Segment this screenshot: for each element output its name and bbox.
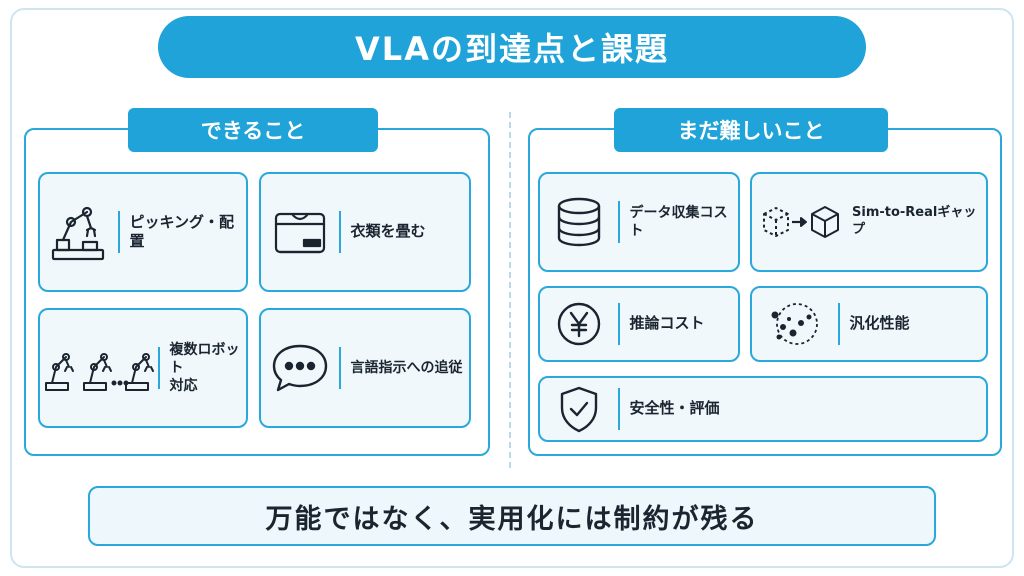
difficult-label: まだ難しいこと [614, 108, 888, 152]
card-separator [618, 201, 620, 243]
folded-clothes-icon [261, 174, 339, 290]
card-text: Sim-to-Realギャップ [852, 205, 977, 237]
card-text: 汎化性能 [849, 314, 910, 333]
card-generalization: 汎化性能 [750, 286, 988, 362]
card-text: 推論コスト [629, 314, 705, 333]
card-sim-to-real: Sim-to-Realギャップ [750, 172, 988, 272]
card-picking: ピッキング・配置 [38, 172, 248, 292]
database-icon [540, 174, 618, 270]
card-separator [838, 303, 840, 345]
center-divider [509, 112, 511, 468]
card-language: 言語指示への追従 [259, 308, 471, 428]
card-data-cost: データ収集コスト [538, 172, 740, 272]
conclusion-banner: 万能ではなく、実用化には制約が残る [88, 486, 936, 546]
card-folding: 衣類を畳む [259, 172, 471, 292]
page-title: VLAの到達点と課題 [158, 16, 866, 78]
card-text: 衣類を畳む [350, 222, 426, 241]
card-separator [339, 211, 341, 253]
shield-check-icon [540, 378, 618, 440]
can-do-label: できること [128, 108, 378, 152]
sim-to-real-cube-icon [752, 174, 852, 270]
yen-coin-icon [540, 288, 618, 360]
speech-bubble-icon [261, 310, 339, 426]
multiple-robots-icon [40, 310, 158, 426]
card-separator [158, 347, 160, 389]
card-safety: 安全性・評価 [538, 376, 988, 442]
card-inference-cost: 推論コスト [538, 286, 740, 362]
robot-arm-icon [40, 174, 118, 290]
outer-frame [10, 8, 1014, 568]
card-text: 言語指示への追従 [350, 359, 463, 376]
card-text: データ収集コスト [629, 204, 728, 239]
scatter-dots-icon [752, 288, 838, 360]
card-multi-robot: 複数ロボット 対応 [38, 308, 248, 428]
card-text: ピッキング・配置 [129, 212, 235, 251]
card-text: 安全性・評価 [629, 399, 720, 418]
card-separator [118, 211, 120, 253]
card-text: 複数ロボット 対応 [169, 341, 240, 395]
card-separator [618, 388, 620, 430]
card-separator [339, 347, 341, 389]
card-separator [618, 303, 620, 345]
